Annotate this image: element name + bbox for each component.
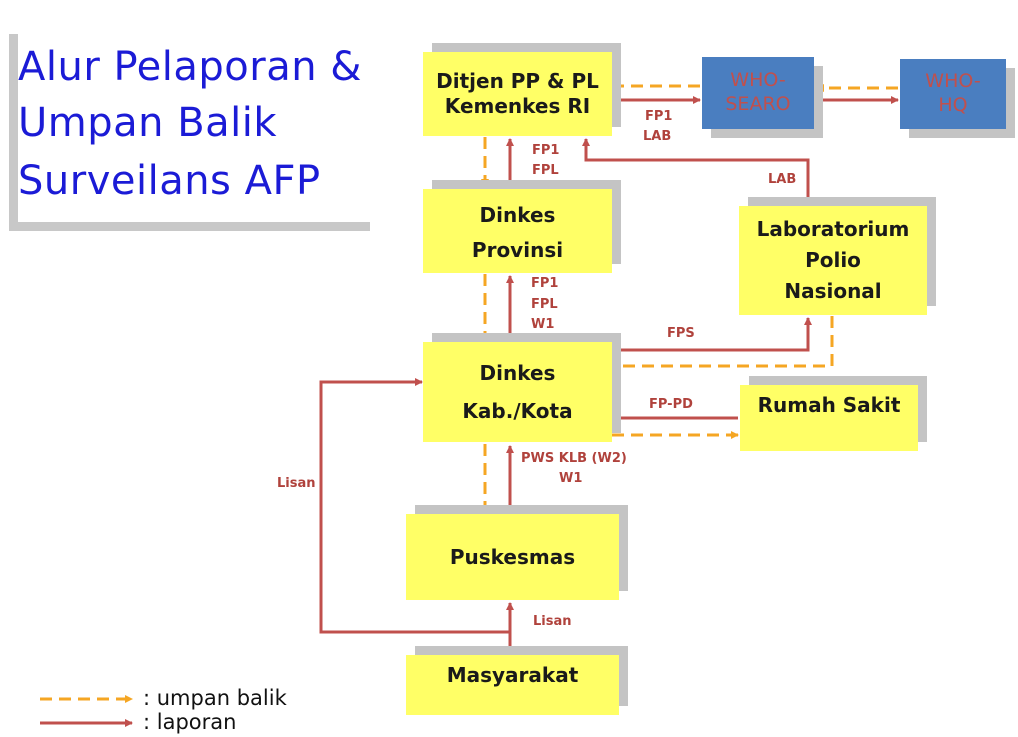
node-who-hq: WHO- HQ — [900, 59, 1006, 129]
legend-report-label: : laporan — [143, 710, 237, 734]
label-kab-prov-w1: W1 — [531, 317, 555, 332]
node-masyarakat: Masyarakat — [406, 655, 619, 715]
label-kab-prov-fp1: FP1 — [531, 276, 559, 291]
node-masyarakat-line1: Masyarakat — [446, 663, 579, 687]
node-ditjen-line1: Ditjen PP & PL — [436, 69, 599, 93]
report-lab-to-ditjen — [582, 138, 810, 204]
label-kab-prov-fpl: FPL — [531, 297, 558, 312]
title-frame — [9, 34, 370, 231]
label-masy-pusk-lisan: Lisan — [533, 614, 572, 629]
label-rs-kab-fppd: FP-PD — [649, 397, 693, 412]
node-laboratorium-line2: Polio — [805, 248, 861, 272]
node-puskesmas: Puskesmas — [406, 514, 619, 600]
node-dinkes-kab-line1: Dinkes — [479, 361, 556, 385]
node-dinkes-provinsi-line1: Dinkes — [479, 203, 556, 227]
node-laboratorium-line3: Nasional — [784, 279, 882, 303]
node-dinkes-kab-line2: Kab./Kota — [462, 399, 573, 423]
node-who-searo: WHO- SEARO — [702, 57, 814, 129]
label-masy-kab-lisan: Lisan — [277, 476, 316, 491]
label-pusk-kab-w1: W1 — [559, 471, 583, 486]
label-lab-ditjen: LAB — [768, 172, 797, 187]
node-puskesmas-line1: Puskesmas — [449, 544, 576, 569]
node-dinkes-provinsi-line2: Provinsi — [471, 238, 564, 262]
title-line-2: Umpan Balik — [18, 100, 278, 146]
label-kab-lab-fps: FPS — [667, 326, 695, 341]
label-ditjen-searo-lab: LAB — [643, 129, 672, 144]
node-dinkes-provinsi: Dinkes Provinsi — [423, 189, 612, 273]
report-kab-to-lab — [612, 317, 812, 352]
feedback-lab-to-kab — [613, 316, 834, 370]
node-who-searo-line2: SEARO — [725, 93, 791, 115]
title-line-1: Alur Pelaporan & — [18, 44, 362, 90]
title-line-3: Surveilans AFP — [18, 158, 321, 204]
label-prov-ditjen-fpl: FPL — [532, 163, 559, 178]
node-dinkes-kab-kota: Dinkes Kab./Kota — [423, 342, 612, 442]
node-ditjen-line2: Kemenkes RI — [444, 94, 591, 118]
label-ditjen-searo-fp1: FP1 — [645, 109, 673, 124]
node-rumah-sakit: Rumah Sakit — [740, 385, 918, 451]
node-who-hq-line2: HQ — [938, 94, 968, 116]
report-masy-to-kab — [319, 378, 510, 634]
node-rumah-sakit-line1: Rumah Sakit — [757, 393, 901, 417]
label-prov-ditjen-fp1: FP1 — [532, 143, 560, 158]
label-pusk-kab-pws: PWS KLB (W2) — [521, 451, 627, 466]
node-laboratorium-line1: Laboratorium — [756, 217, 910, 241]
legend-feedback-label: : umpan balik — [143, 686, 287, 710]
node-laboratorium: Laboratorium Polio Nasional — [739, 206, 927, 315]
node-who-hq-line1: WHO- — [925, 70, 981, 93]
node-ditjen: Ditjen PP & PL Kemenkes RI — [423, 52, 612, 136]
node-who-searo-line1: WHO- — [730, 69, 786, 92]
